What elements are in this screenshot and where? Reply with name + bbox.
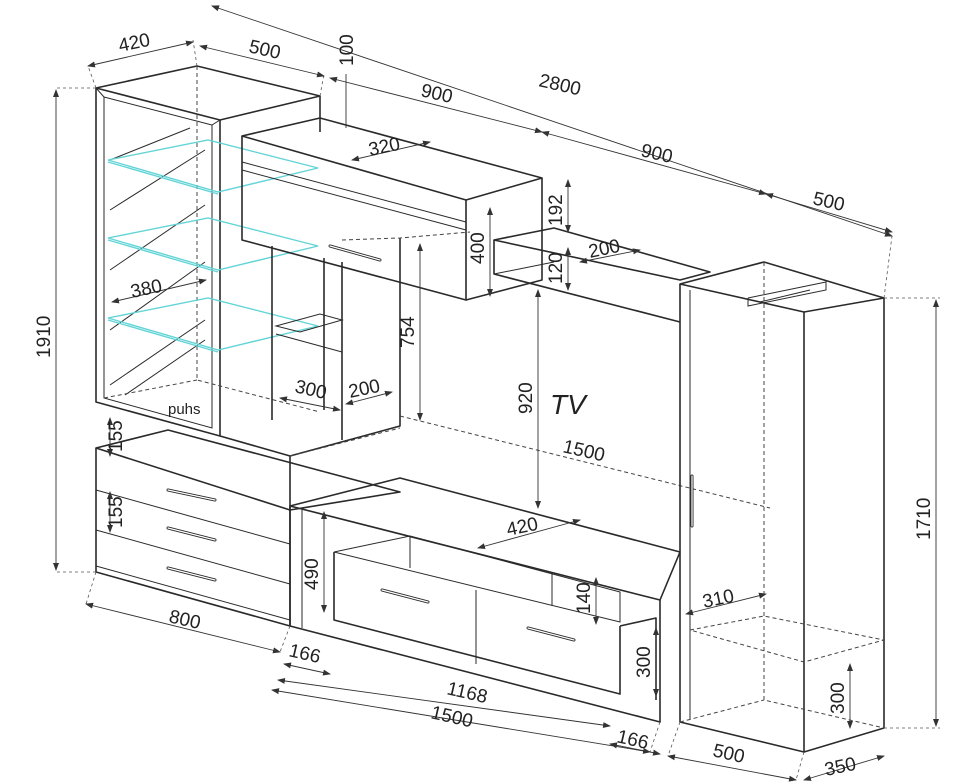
dim-100: 100 (337, 34, 358, 66)
dimension-labels: 420 500 100 2800 900 320 900 500 192 400… (34, 30, 935, 781)
dim-800: 800 (167, 606, 203, 634)
dim-500-top: 500 (247, 36, 283, 64)
push-label: puhs (168, 401, 201, 418)
dim-320: 320 (367, 134, 402, 161)
dim-920: 920 (516, 382, 537, 414)
open-shelf-unit (219, 231, 471, 457)
tv-area (289, 415, 771, 509)
tv-label: TV (550, 389, 588, 420)
dim-166-a: 166 (287, 640, 323, 668)
dim-140: 140 (574, 582, 595, 614)
dim-400: 400 (468, 232, 489, 264)
dim-420-low: 420 (505, 514, 540, 541)
glass-cabinet (95, 65, 321, 437)
dim-754: 754 (398, 316, 419, 348)
dim-1910: 1910 (34, 316, 55, 358)
dim-900-a: 900 (419, 80, 455, 108)
dim-310: 310 (701, 586, 736, 613)
chest-of-drawers (95, 429, 401, 627)
dim-380: 380 (129, 276, 164, 303)
dim-155-a: 155 (106, 420, 127, 452)
dim-300-ward: 300 (828, 682, 849, 714)
dim-490: 490 (302, 558, 323, 590)
dim-500-bottom: 500 (711, 740, 747, 768)
dim-900-b: 900 (639, 140, 675, 168)
dim-120: 120 (546, 252, 567, 284)
dim-300-low: 300 (634, 646, 655, 678)
dim-200-top: 200 (587, 236, 622, 263)
dim-2800: 2800 (537, 70, 583, 100)
dim-192: 192 (546, 194, 567, 226)
tv-stand (289, 477, 681, 723)
dim-200-shelf: 200 (347, 376, 382, 403)
dim-1500-base: 1500 (429, 702, 475, 732)
dimension-lines (53, 5, 939, 782)
dim-166-b: 166 (615, 726, 651, 754)
dim-1500-tv: 1500 (561, 436, 607, 466)
dim-155-b: 155 (106, 496, 127, 528)
wardrobe (679, 261, 885, 753)
dim-350: 350 (823, 754, 858, 781)
dim-1710: 1710 (914, 498, 935, 540)
dim-300-shelf: 300 (293, 376, 329, 404)
dim-500-right: 500 (811, 188, 847, 216)
